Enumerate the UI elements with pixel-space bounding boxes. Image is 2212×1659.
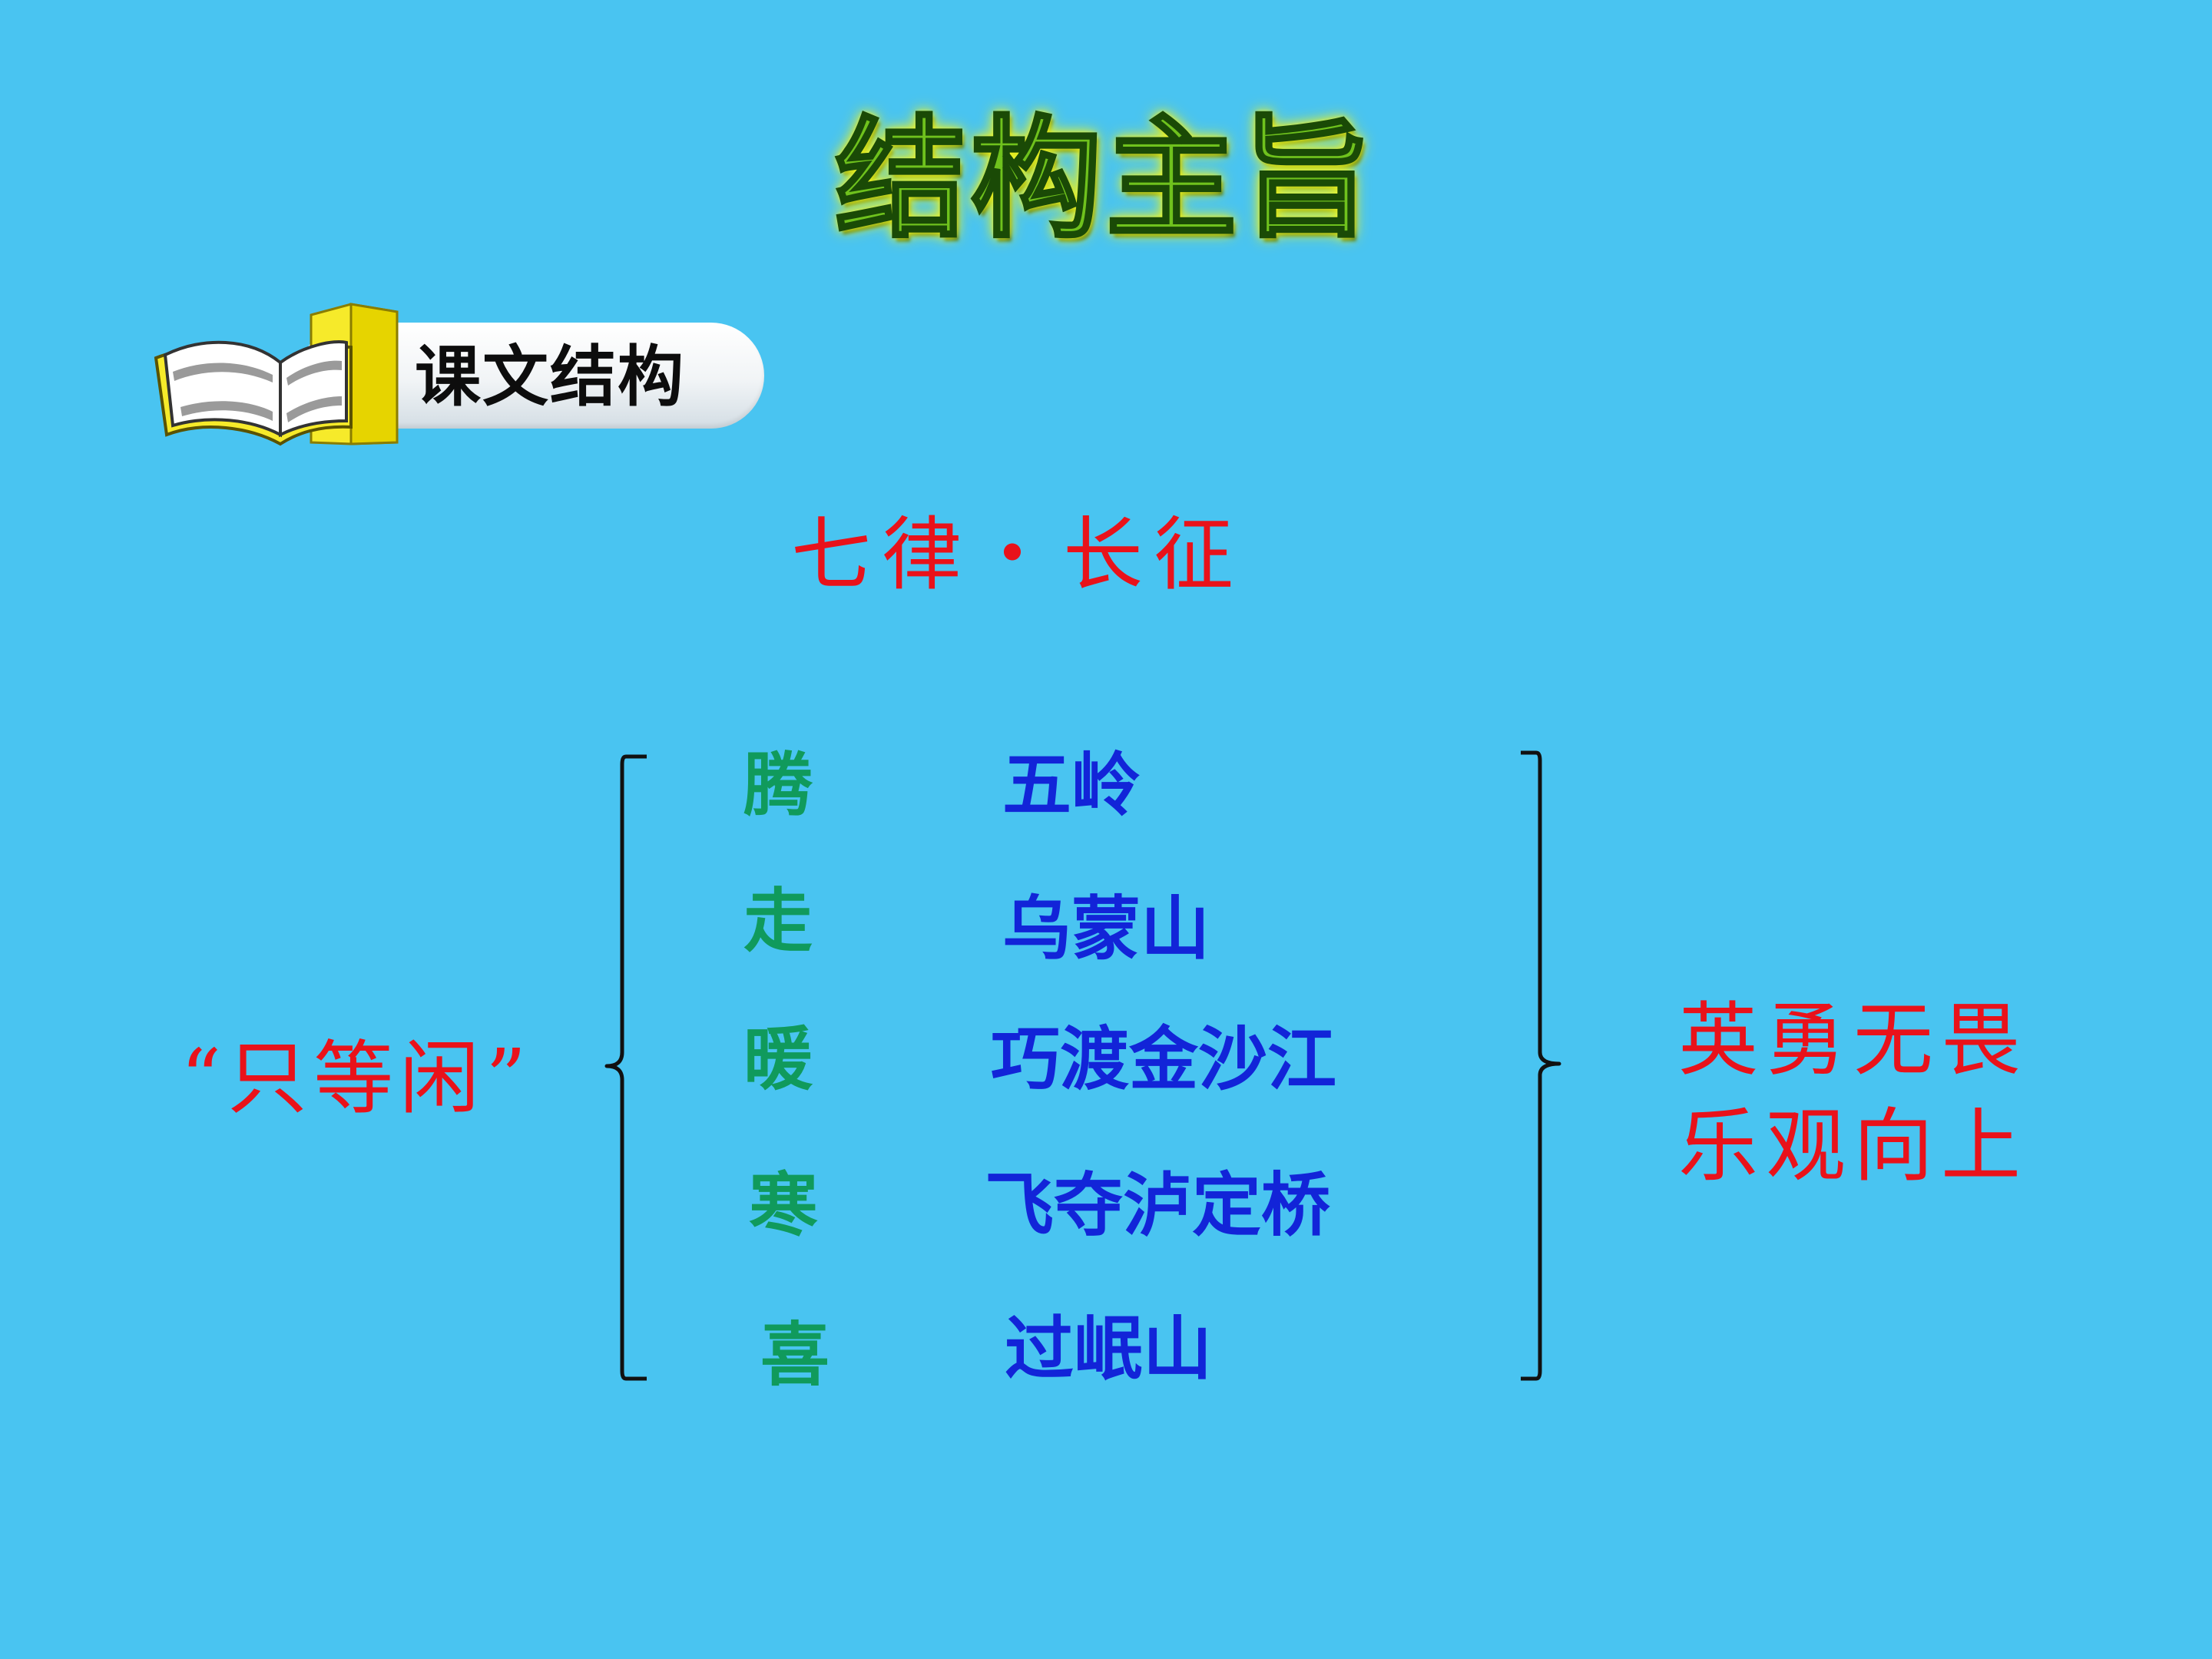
left-brace bbox=[604, 754, 647, 1381]
row-verb: 暖 bbox=[743, 1019, 813, 1100]
row-verb: 喜 bbox=[760, 1315, 830, 1396]
right-theme-line: 乐观向上 bbox=[1678, 1099, 2029, 1194]
right-brace bbox=[1521, 750, 1561, 1381]
row-event: 飞夺泸定桥 bbox=[985, 1165, 1330, 1246]
poem-title: 七律・长征 bbox=[791, 508, 1245, 601]
row-event: 巧渡金沙江 bbox=[991, 1019, 1336, 1100]
right-theme-line: 英勇无畏 bbox=[1678, 993, 2029, 1087]
row-event: 五岭 bbox=[1002, 745, 1141, 826]
open-book-icon bbox=[154, 303, 399, 446]
right-theme-label: 英勇无畏 乐观向上 bbox=[1678, 987, 2028, 1200]
row-verb: 走 bbox=[743, 881, 813, 962]
section-heading: 课文结构 bbox=[415, 339, 685, 416]
row-verb: 寒 bbox=[749, 1165, 818, 1246]
row-event: 过岷山 bbox=[1005, 1309, 1212, 1389]
row-verb: 腾 bbox=[743, 745, 813, 826]
left-theme-label: “只等闲” bbox=[180, 1031, 533, 1125]
page-title: 结构主旨 bbox=[834, 102, 1376, 257]
row-event: 乌蒙山 bbox=[1002, 889, 1210, 969]
